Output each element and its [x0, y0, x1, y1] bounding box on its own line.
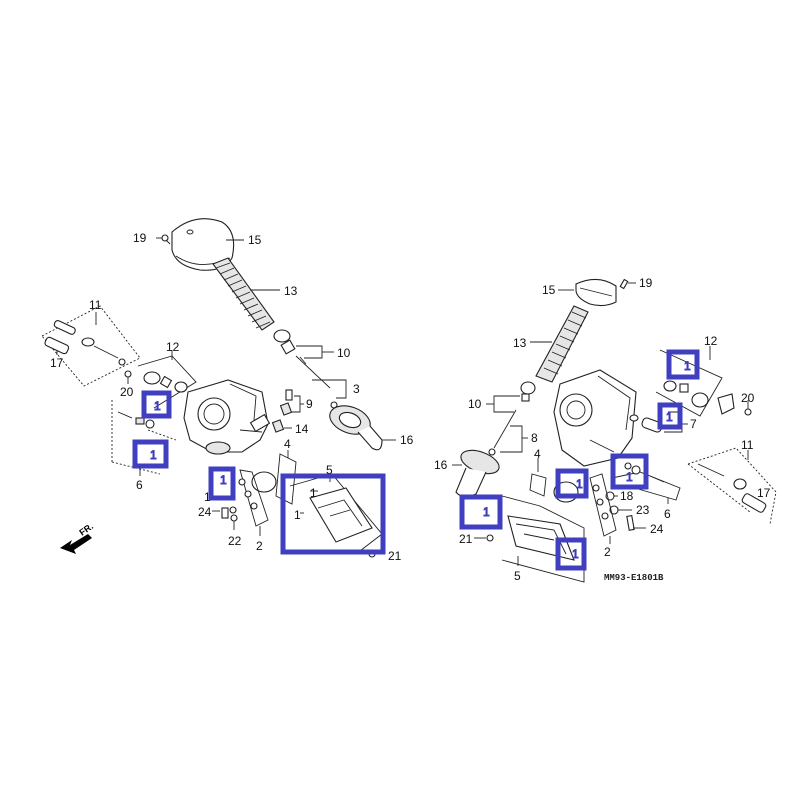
needle-valve-kit: [221, 469, 269, 527]
callout-1-a: 1: [310, 486, 317, 500]
jet-parts: [271, 389, 293, 433]
callout-12: 12: [166, 340, 180, 354]
highlight-box[interactable]: 1: [459, 494, 503, 530]
callout-15: 15: [542, 283, 556, 297]
accelerator-pump-kit: [655, 349, 735, 417]
callout-11: 11: [741, 438, 754, 452]
callout-2: 2: [256, 539, 263, 553]
highlight-box[interactable]: 1: [555, 537, 587, 571]
svg-text:1: 1: [626, 470, 633, 484]
svg-text:1: 1: [154, 399, 161, 413]
callout-19: 19: [133, 231, 147, 245]
highlight-box[interactable]: 1: [141, 390, 172, 419]
right-carburetor-assembly: 15 19 13 10 8: [434, 276, 777, 583]
callout-2: 2: [604, 545, 611, 559]
callout-17: 17: [50, 356, 64, 370]
callout-20: 20: [120, 385, 134, 399]
float-part: [251, 453, 297, 505]
piston-part: [273, 329, 331, 389]
callout-20: 20: [741, 391, 755, 405]
left-carburetor-assembly: 19 15 13 10 3 16: [41, 218, 414, 563]
callout-1-c: 1: [204, 490, 211, 504]
arrow-icon: [60, 534, 92, 554]
funnel-part: [329, 401, 383, 451]
callout-6: 6: [136, 478, 143, 492]
accelerator-pump-kit: [137, 355, 197, 409]
callout-16: 16: [434, 458, 448, 472]
callout-14: 14: [295, 422, 309, 436]
carburetor-body: [553, 369, 637, 467]
highlight-boxes: 1 1 1 1 1 1 1 1: [132, 349, 700, 571]
piston-part: [488, 381, 536, 456]
svg-text:1: 1: [666, 410, 673, 424]
pilot-screw-kit: [611, 462, 681, 501]
direction-label: FR.: [77, 521, 95, 538]
idle-screw-kit: [687, 447, 777, 525]
highlight-box[interactable]: 1: [555, 468, 589, 499]
float-chamber-part: [289, 473, 383, 558]
callout-13: 13: [513, 336, 527, 350]
callout-10: 10: [468, 397, 482, 411]
svg-text:1: 1: [684, 359, 691, 373]
diagram-reference-code: MM93-E1801B: [604, 573, 664, 583]
top-cover-part: [171, 218, 235, 271]
spring-part: [212, 257, 275, 331]
callout-19: 19: [639, 276, 653, 290]
highlight-box[interactable]: [280, 473, 386, 555]
svg-text:1: 1: [220, 473, 227, 487]
callout-24: 24: [198, 505, 212, 519]
callout-1-b: 1: [294, 508, 301, 522]
front-direction-indicator: FR.: [60, 521, 95, 554]
callout-7: 7: [690, 417, 697, 431]
callout-3: 3: [353, 382, 360, 396]
highlight-box[interactable]: 1: [657, 402, 683, 430]
svg-text:1: 1: [576, 477, 583, 491]
callout-22: 22: [228, 534, 242, 548]
callout-5: 5: [326, 463, 333, 477]
callout-23: 23: [636, 503, 650, 517]
callout-5: 5: [514, 569, 521, 583]
highlight-box[interactable]: 1: [208, 466, 236, 501]
highlight-box[interactable]: 1: [666, 349, 700, 380]
spring-part: [535, 305, 589, 383]
callout-17: 17: [757, 486, 771, 500]
svg-text:1: 1: [150, 448, 157, 462]
top-cover-part: [575, 278, 617, 307]
callout-15: 15: [248, 233, 262, 247]
carburetor-body: [183, 379, 271, 455]
callout-21: 21: [459, 532, 473, 546]
highlight-box[interactable]: 1: [132, 439, 169, 469]
callout-9: 9: [306, 397, 313, 411]
svg-text:1: 1: [483, 505, 490, 519]
needle-valve-kit: [589, 473, 617, 537]
callout-12: 12: [704, 334, 718, 348]
callout-6: 6: [664, 507, 671, 521]
callout-21: 21: [388, 549, 402, 563]
callout-10: 10: [337, 346, 351, 360]
screw-part: [156, 234, 171, 245]
svg-text:1: 1: [572, 547, 579, 561]
callout-13: 13: [284, 284, 298, 298]
callout-24: 24: [650, 522, 664, 536]
callout-18: 18: [620, 489, 634, 503]
callout-16: 16: [400, 433, 414, 447]
callout-8: 8: [531, 431, 538, 445]
idle-screw-kit: [41, 305, 141, 387]
funnel-part: [455, 449, 500, 498]
callout-4: 4: [284, 437, 291, 451]
callout-11: 11: [89, 298, 102, 312]
choke-part: [629, 414, 663, 433]
highlight-box[interactable]: 1: [610, 453, 649, 490]
callout-4: 4: [534, 447, 541, 461]
